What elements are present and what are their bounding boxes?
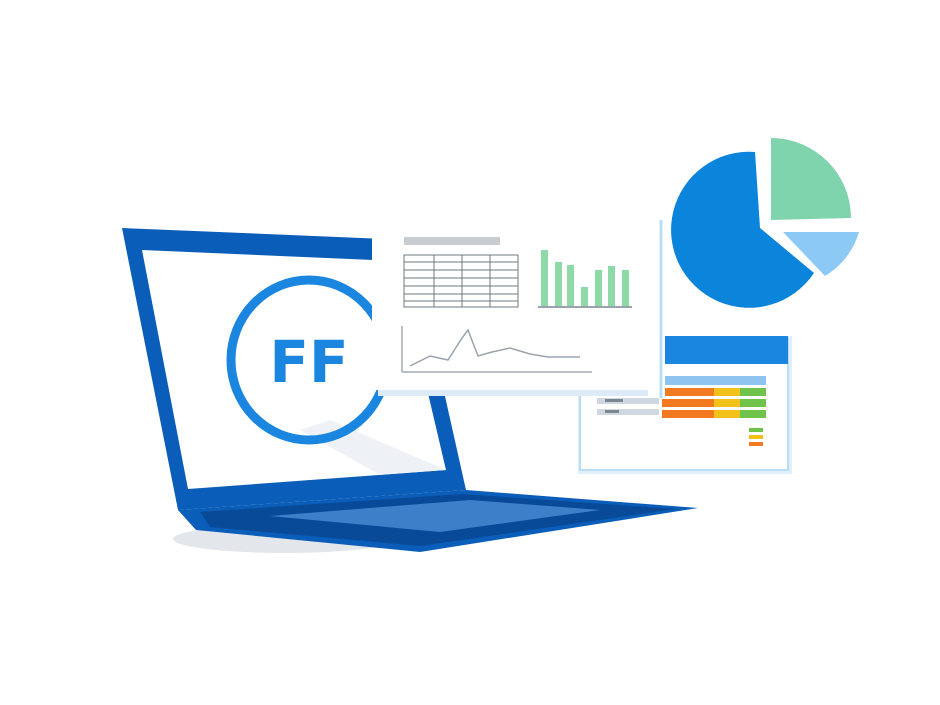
mini-data-table (403, 254, 519, 308)
heatmap-table-panel (578, 336, 792, 474)
pie-slice-green (771, 138, 851, 220)
pie-chart-icon (671, 138, 859, 308)
pie-slice-light (783, 232, 859, 276)
heatmap-cells (662, 388, 766, 418)
sheet-title-bar (404, 237, 500, 245)
trackpad-area (270, 500, 600, 532)
bar-chart-icon (538, 250, 632, 308)
pie-slice-main (671, 151, 814, 308)
ff-logo-text: FF (269, 328, 348, 396)
line-chart-icon (401, 326, 592, 373)
report-sheet-icon (372, 228, 659, 396)
